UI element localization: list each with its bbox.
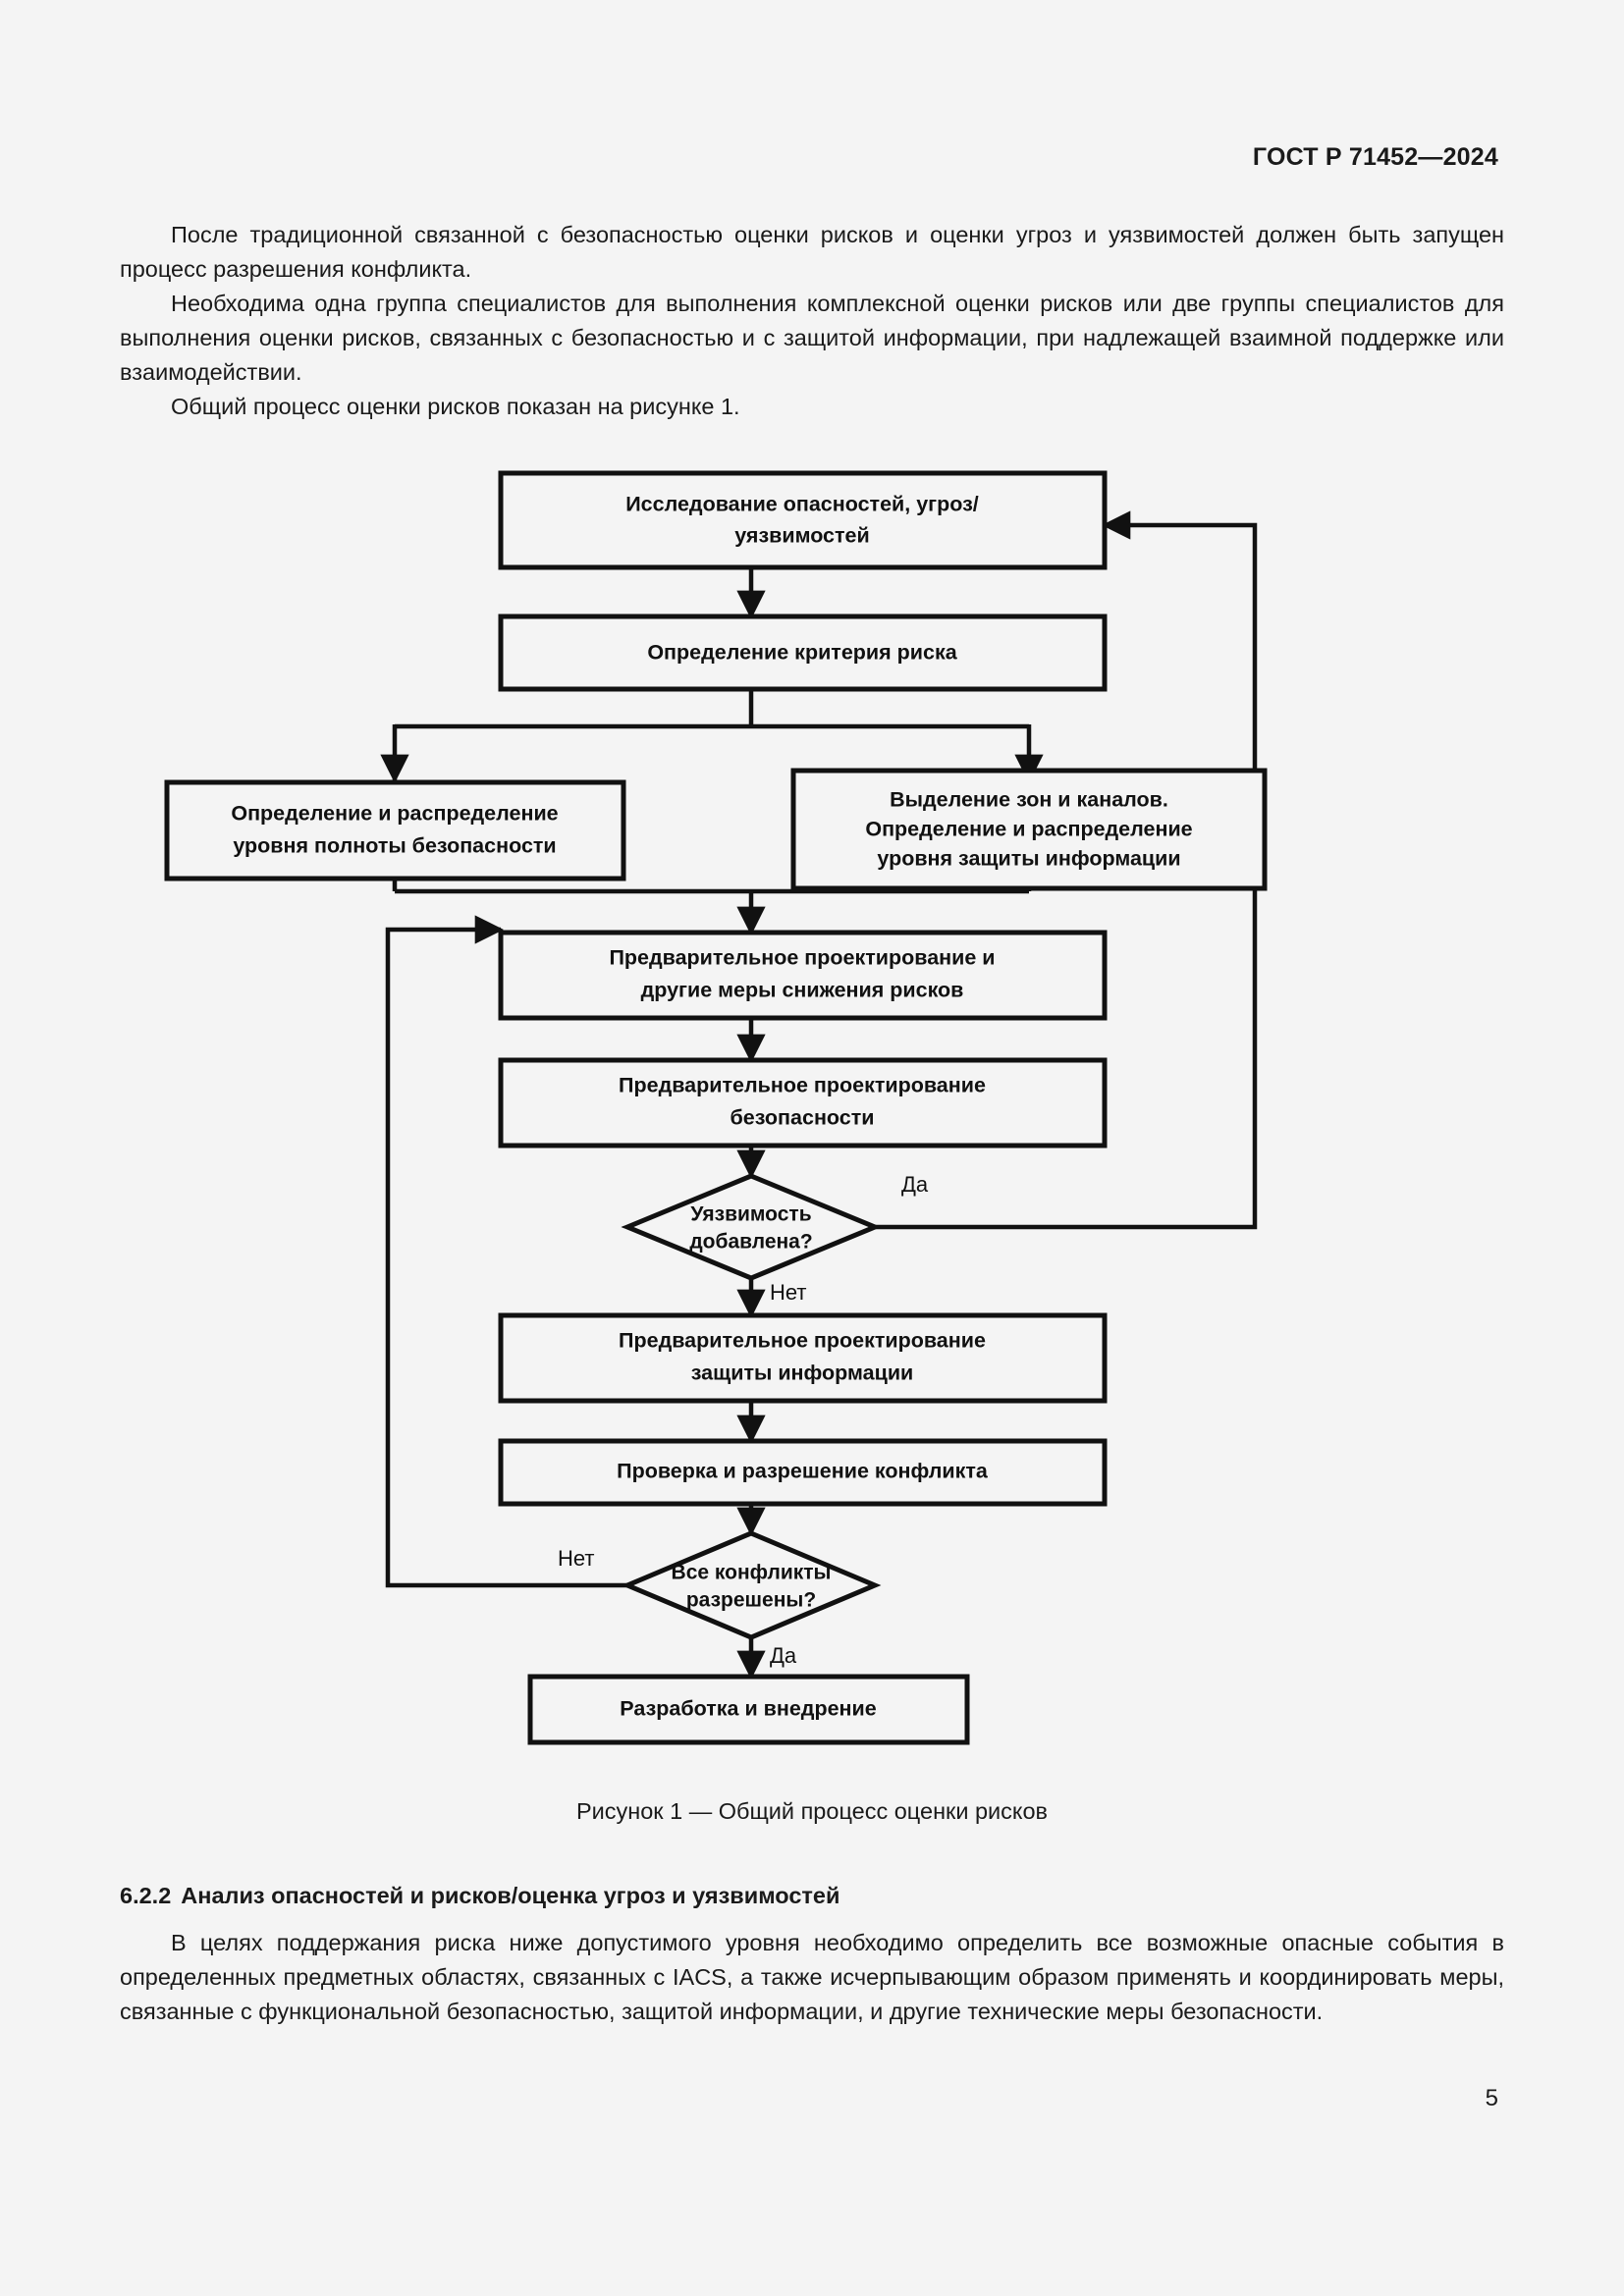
node-n6-box	[498, 1057, 1108, 1148]
node-n7-line2: защиты информации	[691, 1362, 914, 1385]
node-d1-line1: Уязвимость	[690, 1203, 811, 1226]
section-number: 6.2.2	[120, 1883, 172, 1908]
node-n3-box	[164, 779, 626, 881]
node-n1-line2: уязвимостей	[734, 524, 869, 548]
closing-text-block: В целях поддержания риска ниже допустимо…	[120, 1926, 1504, 2029]
node-n6-line2: безопасности	[731, 1106, 875, 1130]
node-n1-line1: Исследование опасностей, угроз/	[625, 493, 979, 516]
node-n4-box	[790, 768, 1268, 891]
edge-label-d2-yes: Да	[770, 1643, 797, 1668]
node-n2-line1: Определение критерия риска	[647, 641, 957, 665]
node-n5-box	[498, 930, 1108, 1021]
node-d2-line1: Все конфликты	[672, 1562, 832, 1584]
section-title: Анализ опасностей и рисков/оценка угроз …	[181, 1883, 840, 1908]
node-d1-diamond	[621, 1173, 882, 1281]
node-n4-line1: Выделение зон и каналов.	[890, 788, 1168, 812]
node-n8-line1: Проверка и разрешение конфликта	[617, 1460, 989, 1483]
intro-text-block: После традиционной связанной с безопасно…	[120, 218, 1504, 424]
node-n2-box	[498, 614, 1108, 692]
node-n5-line2: другие меры снижения рисков	[641, 979, 964, 1002]
node-d1-line2: добавлена?	[689, 1231, 812, 1254]
intro-paragraph-1: После традиционной связанной с безопасно…	[120, 222, 1504, 282]
standard-header: ГОСТ Р 71452—2024	[1252, 143, 1498, 171]
intro-paragraph-2: Необходима одна группа специалистов для …	[120, 291, 1504, 385]
node-d2-diamond	[621, 1530, 882, 1640]
intro-paragraph-3: Общий процесс оценки рисков показан на р…	[171, 394, 740, 419]
edge-d2-no-loop	[385, 915, 627, 1588]
flowchart-svg: Исследование опасностей, угроз/ уязвимос…	[164, 470, 1268, 1745]
node-n7-box	[498, 1312, 1108, 1404]
node-n6-line1: Предварительное проектирование	[619, 1074, 986, 1097]
section-paragraph: В целях поддержания риска ниже допустимо…	[120, 1930, 1504, 2024]
node-n3-line2: уровня полноты безопасности	[233, 834, 556, 858]
node-n4-line2: Определение и распределение	[865, 818, 1192, 841]
node-n1-box	[498, 470, 1108, 570]
node-d2-line2: разрешены?	[686, 1589, 816, 1612]
figure-caption: Рисунок 1 — Общий процесс оценки рисков	[575, 1798, 1049, 1824]
edge-label-d1-yes: Да	[901, 1172, 929, 1197]
node-n9-line1: Разработка и внедрение	[620, 1697, 876, 1721]
node-n4-line3: уровня защиты информации	[877, 847, 1180, 871]
page-number: 5	[1485, 2085, 1498, 2111]
node-n8-box	[498, 1438, 1108, 1507]
figure-1-flowchart: Исследование опасностей, угроз/ уязвимос…	[0, 432, 1624, 1796]
node-n3-line1: Определение и распределение	[231, 802, 558, 826]
section-heading: 6.2.2 Анализ опасностей и рисков/оценка у…	[120, 1883, 839, 1909]
node-n7-line1: Предварительное проектирование	[619, 1329, 986, 1353]
node-n5-line1: Предварительное проектирование и	[609, 946, 995, 970]
edge-label-d1-no: Нет	[770, 1280, 806, 1305]
edge-label-d2-no: Нет	[558, 1546, 594, 1571]
node-n9-box	[527, 1674, 970, 1745]
